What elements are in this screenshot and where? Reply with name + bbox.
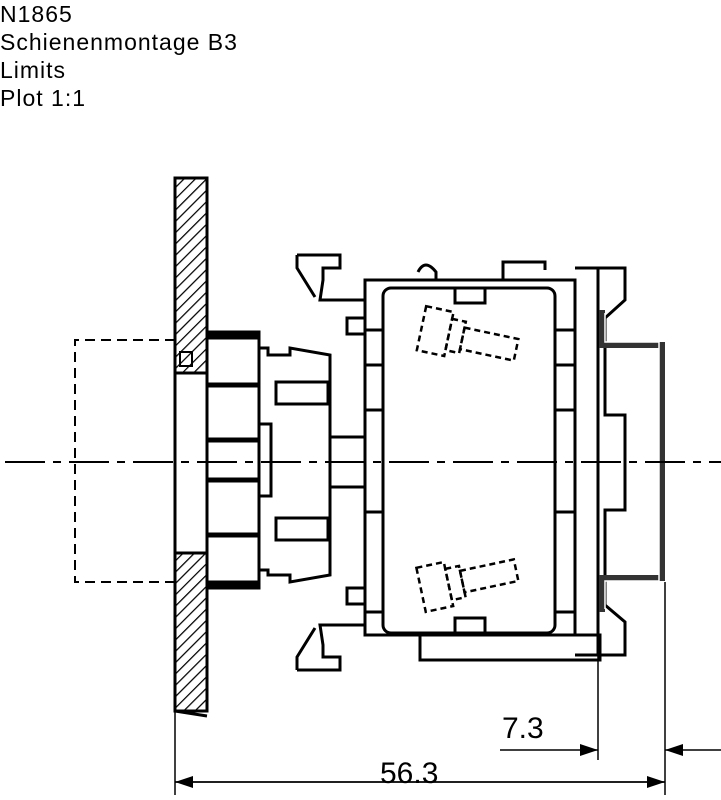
dimension-lines (174, 582, 721, 795)
description: Schienenmontage B3 (0, 29, 238, 55)
plot-scale: Plot 1:1 (0, 85, 86, 111)
adapter (257, 346, 367, 584)
part-number: N1865 (0, 1, 73, 27)
dimension-rail-offset: 7.3 (502, 712, 544, 745)
button-outline-hidden (74, 339, 175, 583)
manufacturer: Limits (0, 57, 67, 83)
terminal-screws-hidden (414, 304, 520, 614)
contact-block (295, 253, 602, 672)
mounting-panel (173, 176, 209, 718)
dimension-overall-depth: 56.3 (380, 757, 438, 790)
